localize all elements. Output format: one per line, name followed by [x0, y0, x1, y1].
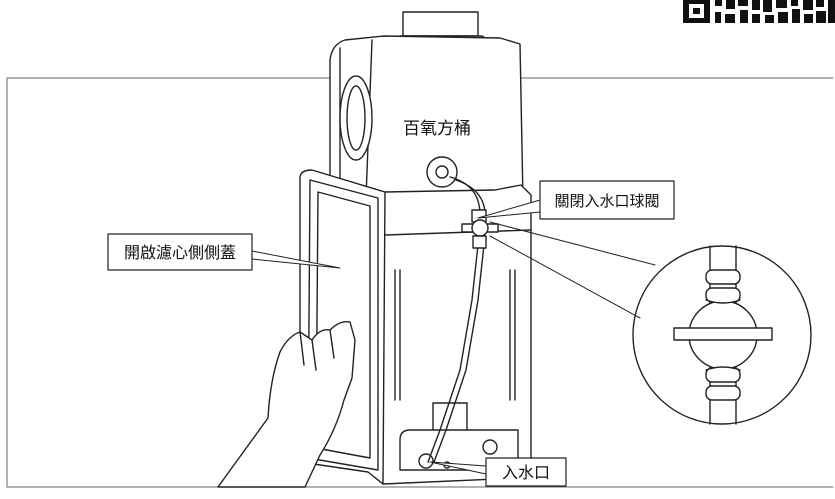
- svg-text:開啟濾心側側蓋: 開啟濾心側側蓋: [124, 243, 236, 262]
- valve-detail: [632, 245, 812, 425]
- qr-code-fragment: [683, 0, 835, 23]
- label-inlet: 入水口: [485, 457, 567, 487]
- label-side-cover: 開啟濾心側側蓋: [107, 233, 253, 271]
- hose: [427, 176, 486, 463]
- label-tank: 百氧方桶: [403, 119, 471, 139]
- svg-text:關閉入水口球閥: 關閉入水口球閥: [554, 192, 659, 210]
- tank: [329, 11, 524, 211]
- label-valve: 關閉入水口球閥: [539, 180, 675, 220]
- svg-text:入水口: 入水口: [502, 463, 550, 482]
- valve: [461, 209, 499, 249]
- svg-text:百氧方桶: 百氧方桶: [403, 119, 471, 139]
- detail-leader-lines: [489, 221, 656, 319]
- hand: [217, 320, 356, 488]
